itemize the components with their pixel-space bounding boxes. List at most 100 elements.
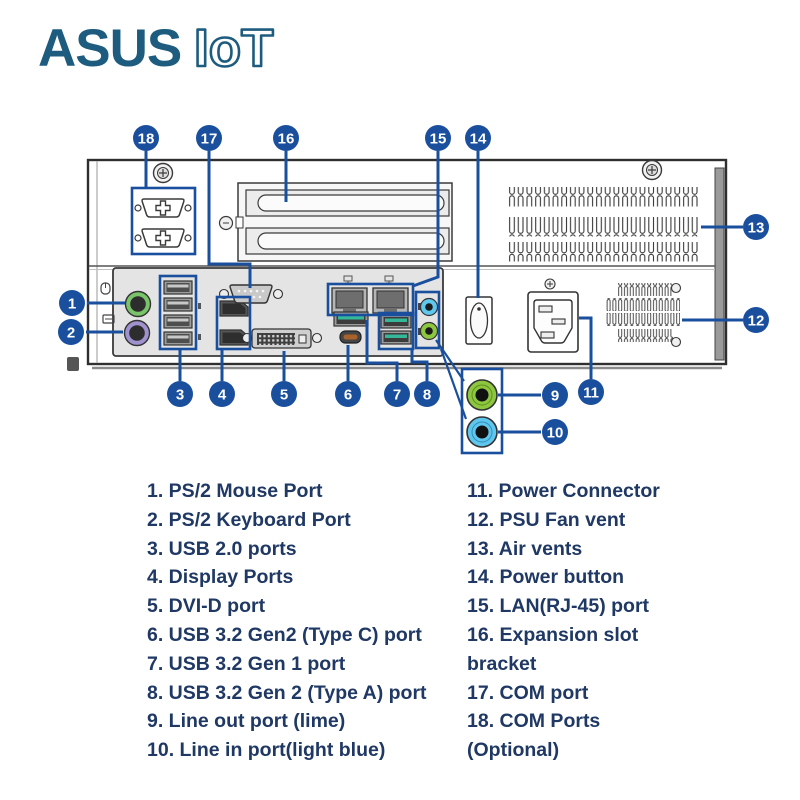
svg-text:4: 4 <box>218 386 227 403</box>
highlight-box-audio <box>414 290 441 350</box>
svg-text:6: 6 <box>344 386 352 403</box>
logo-product-text: IoT <box>194 19 273 78</box>
callout-2: 2 <box>58 319 84 345</box>
psu-fan-vent <box>606 282 682 348</box>
highlight-box-lan <box>326 282 415 317</box>
svg-text:16: 16 <box>278 130 295 147</box>
legend-item: 16. Expansion slot <box>467 623 639 646</box>
svg-text:14: 14 <box>470 130 487 147</box>
keyboard-icon <box>102 314 115 324</box>
callout-5: 5 <box>271 381 297 407</box>
screw-icon <box>670 336 682 348</box>
line-out-icon <box>418 328 421 335</box>
highlight-box-usb-gen2 <box>377 311 415 351</box>
svg-text:1: 1 <box>68 295 76 312</box>
usb-icon <box>198 334 201 340</box>
callout-18: 18 <box>133 125 159 151</box>
usb-icon <box>198 303 201 309</box>
legend-item: 15. LAN(RJ-45) port <box>467 595 650 618</box>
legend-item: 2. PS/2 Keyboard Port <box>147 508 351 531</box>
callout-line-15 <box>412 151 440 288</box>
callout-line-17 <box>207 151 252 288</box>
highlight-boxes <box>130 186 504 455</box>
legend-item-wrap: bracket <box>467 652 537 675</box>
legend-item: 14. Power button <box>467 566 625 589</box>
svg-text:5: 5 <box>280 386 288 403</box>
svg-text:18: 18 <box>138 130 155 147</box>
legend-item: 12. PSU Fan vent <box>467 508 626 531</box>
callout-12: 12 <box>743 307 769 333</box>
svg-text:17: 17 <box>201 130 218 147</box>
mouse-icon <box>100 282 111 295</box>
legend-left-column: 1. PS/2 Mouse Port 2. PS/2 Keyboard Port… <box>147 477 427 765</box>
callout-4: 4 <box>209 381 235 407</box>
callout-circles: 1 2 3 4 5 6 7 8 9 10 11 12 13 14 15 16 1… <box>58 125 769 445</box>
callout-8: 8 <box>414 381 440 407</box>
svg-text:8: 8 <box>423 386 431 403</box>
svg-text:11: 11 <box>583 384 599 401</box>
air-vents <box>508 187 698 262</box>
legend-item: 7. USB 3.2 Gen 1 port <box>147 652 346 675</box>
callout-7: 7 <box>384 381 410 407</box>
screw-icon <box>544 278 556 290</box>
callout-line-11 <box>579 316 593 379</box>
legend-item: 5. DVI-D port <box>147 595 266 618</box>
svg-text:13: 13 <box>748 219 765 236</box>
svg-text:10: 10 <box>547 424 564 441</box>
callout-3: 3 <box>167 381 193 407</box>
legend-item: 10. Line in port(light blue) <box>147 739 386 762</box>
displayports <box>219 300 249 346</box>
audio-magnify-line-1 <box>435 339 465 382</box>
legend-item: 4. Display Ports <box>147 566 294 589</box>
expansion-slot-brackets <box>218 182 453 262</box>
callout-11: 11 <box>578 379 604 405</box>
chassis-foot <box>67 357 79 371</box>
power-button <box>465 296 493 345</box>
screw-icon <box>311 332 323 344</box>
line-in-icon <box>418 303 421 310</box>
screw-icon <box>670 282 682 294</box>
callout-line-8 <box>410 349 429 381</box>
legend-item: 1. PS/2 Mouse Port <box>147 480 323 502</box>
svg-text:12: 12 <box>748 312 765 329</box>
legend-item: 11. Power Connector <box>467 480 660 502</box>
callout-17: 17 <box>196 125 222 151</box>
highlight-box-optional-com <box>130 186 197 256</box>
legend-right-column: 11. Power Connector 12. PSU Fan vent 13.… <box>467 477 660 765</box>
screw-icon <box>641 159 663 181</box>
legend-item: 3. USB 2.0 ports <box>147 537 297 560</box>
highlight-box-displayports <box>215 295 252 351</box>
callout-lines <box>86 151 743 434</box>
logo-brand-text: ASUS <box>38 19 181 78</box>
usb2-ports <box>163 280 201 346</box>
svg-text:3: 3 <box>176 386 184 403</box>
optional-com-ports <box>134 198 192 248</box>
ps2-mouse-port <box>124 290 152 318</box>
ps2-keyboard-port <box>123 319 151 347</box>
callout-9: 9 <box>542 382 568 408</box>
callout-6: 6 <box>335 381 361 407</box>
svg-text:7: 7 <box>393 386 401 403</box>
svg-text:2: 2 <box>67 324 75 341</box>
screw-icon <box>152 162 174 184</box>
legend-item-wrap: (Optional) <box>467 739 560 762</box>
line-out-jack-magnified <box>466 379 498 411</box>
com-port <box>218 284 284 304</box>
power-connector <box>527 278 579 353</box>
audio-magnify-line-2 <box>439 348 468 420</box>
callout-13: 13 <box>743 214 769 240</box>
dvi-d-port <box>241 328 323 349</box>
screw-icon <box>272 288 284 300</box>
legend-item: 13. Air vents <box>467 537 583 560</box>
rear-panel-diagram: 1 2 3 4 5 6 7 8 9 10 11 12 13 14 15 16 1… <box>58 125 769 455</box>
legend-item: 18. COM Ports <box>467 710 601 733</box>
legend-item: 17. COM port <box>467 681 589 704</box>
usb-gen2-ports <box>380 314 412 345</box>
chassis-right-bevel <box>714 167 725 361</box>
callout-10: 10 <box>542 419 568 445</box>
svg-text:15: 15 <box>430 130 447 147</box>
callout-14: 14 <box>465 125 491 151</box>
highlight-box-usb2 <box>158 274 198 351</box>
svg-text:9: 9 <box>551 387 559 404</box>
legend-item: 9. Line out port (lime) <box>147 710 346 733</box>
